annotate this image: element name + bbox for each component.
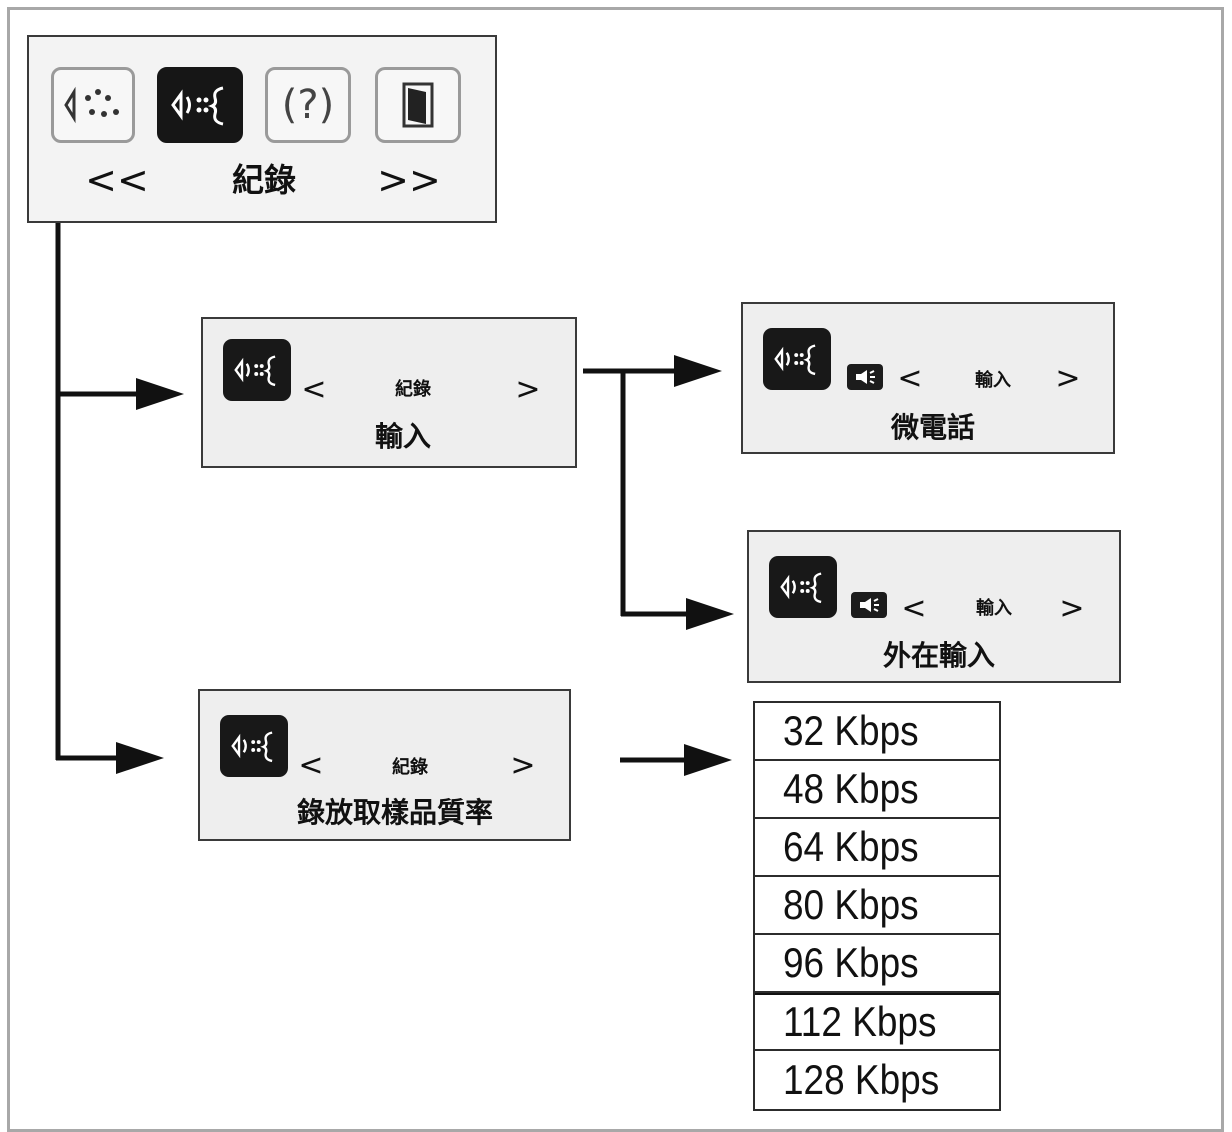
external-header: 輸入 <box>976 598 1012 619</box>
input-label: 輸入 <box>374 420 431 453</box>
mic-label: 微電話 <box>890 411 975 444</box>
bitrate-option[interactable]: 96 Kbps <box>755 935 999 993</box>
speaker-icon <box>851 592 887 618</box>
bitrate-option[interactable]: 128 Kbps <box>783 1056 940 1103</box>
bitrate-right-arrow[interactable]: > <box>510 747 536 783</box>
bitrate-screen: < 紀錄 > 錄放取樣品質率 <box>198 689 571 841</box>
prev-arrow[interactable]: << <box>85 158 149 202</box>
bitrate-header: 紀錄 <box>392 757 428 778</box>
bitrate-left-arrow[interactable]: < <box>298 747 324 783</box>
speaker-icon <box>847 364 883 390</box>
main-menu-screen: (?) << 紀錄 >> <box>27 35 497 223</box>
arrowhead-external <box>686 598 734 630</box>
help-tile[interactable]: (?) <box>265 67 351 143</box>
external-right-arrow[interactable]: > <box>1059 590 1085 626</box>
mic-left-arrow[interactable]: < <box>897 360 923 396</box>
record-voice-icon <box>171 86 224 126</box>
external-label: 外在輸入 <box>882 639 995 672</box>
bitrate-option[interactable]: 48 Kbps <box>755 761 999 819</box>
record-mode-icon <box>223 339 291 401</box>
help-icon: (?) <box>281 82 335 128</box>
music-note-icon <box>64 86 119 124</box>
record-mode-icon <box>769 556 837 618</box>
arrowhead-input <box>136 378 184 410</box>
bitrate-option[interactable]: 64 Kbps <box>755 819 999 877</box>
record-tile[interactable] <box>157 67 243 143</box>
mic-right-arrow[interactable]: > <box>1055 360 1081 396</box>
menu-title: 紀錄 <box>231 161 296 199</box>
arrowhead-rates <box>684 744 732 776</box>
next-arrow[interactable]: >> <box>377 158 441 202</box>
external-input-screen: < 輸入 > 外在輸入 <box>747 530 1121 683</box>
input-right-arrow[interactable]: > <box>515 371 541 407</box>
input-left-arrow[interactable]: < <box>301 371 327 407</box>
input-header: 紀錄 <box>395 379 431 400</box>
record-mode-icon <box>220 715 288 777</box>
arrowhead-mic <box>674 355 722 387</box>
bitrate-label: 錄放取樣品質率 <box>296 796 493 829</box>
mic-screen: < 輸入 > 微電話 <box>741 302 1115 454</box>
arrowhead-bitrate <box>116 742 164 774</box>
bitrate-option[interactable]: 32 Kbps <box>755 703 999 761</box>
input-screen: < 紀錄 > 輸入 <box>201 317 577 468</box>
bitrate-option[interactable]: 112 Kbps <box>755 993 999 1051</box>
bitrate-options-list: 32 Kbps 48 Kbps 64 Kbps 80 Kbps 96 Kbps … <box>753 701 1001 1111</box>
exit-door-icon <box>402 82 434 128</box>
exit-tile[interactable] <box>375 67 461 143</box>
music-tile[interactable] <box>51 67 135 143</box>
mic-header: 輸入 <box>975 370 1011 391</box>
bitrate-option[interactable]: 80 Kbps <box>755 877 999 935</box>
external-left-arrow[interactable]: < <box>901 590 927 626</box>
record-mode-icon <box>763 328 831 390</box>
